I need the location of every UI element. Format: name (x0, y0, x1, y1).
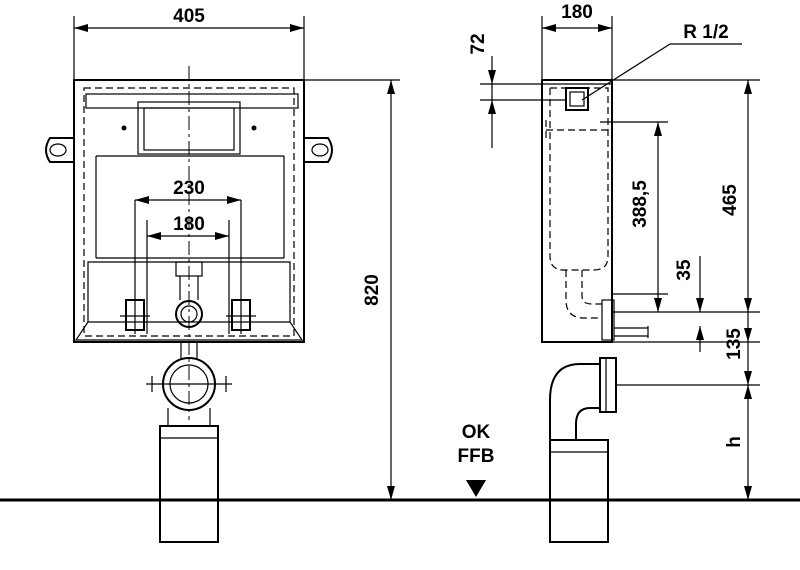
flush-pipe-outlet (175, 300, 203, 328)
side-cistern-hidden (549, 87, 609, 271)
cistern-hidden-outline (83, 87, 295, 337)
dimension-height: 820 (304, 79, 400, 500)
dimension-width: 405 (73, 6, 305, 80)
label-variable-h: h (724, 436, 745, 448)
dimension-offset-35: 35 (674, 256, 704, 352)
label-connection: R 1/2 (683, 22, 728, 43)
label-height: 820 (362, 274, 383, 306)
side-elbow-inner (575, 407, 600, 440)
dimension-outlet-drop: 388,5 (630, 122, 662, 312)
mounting-bracket-right (304, 137, 333, 163)
mounting-bracket-left (45, 137, 74, 163)
connection-callout: R 1/2 (581, 22, 742, 101)
label-ffb: FFB (458, 446, 495, 467)
flush-pipe-top (175, 261, 203, 277)
screw-right (251, 125, 257, 131)
drain-pipe (159, 425, 219, 543)
side-drain-pipe (549, 439, 609, 543)
dimension-offset-135: 135 (724, 312, 752, 385)
label-outlet-drop: 388,5 (630, 180, 651, 228)
label-inner-spacing: 180 (173, 214, 205, 235)
dimension-variable-h: h (724, 385, 752, 500)
dimension-depth: 180 (541, 2, 613, 80)
side-view: 180 72 R 1/2 465 388,5 (468, 2, 760, 543)
side-elbow-flange (599, 357, 617, 413)
side-elbow-outer (549, 363, 600, 440)
water-connection-block (565, 87, 589, 111)
dimension-top-offset: 72 (468, 33, 496, 148)
label-offset-35: 35 (674, 259, 695, 281)
floor-level-marker-icon (466, 480, 486, 497)
label-outer-spacing: 230 (173, 178, 205, 199)
side-flush-outlet (601, 299, 615, 341)
top-rail (85, 93, 299, 109)
dimension-outer-spacing: 230 (135, 178, 241, 204)
front-view: 405 230 180 820 (45, 6, 400, 543)
dimension-inner-spacing: 180 (147, 214, 229, 240)
screw-left (121, 125, 127, 131)
side-frame-outline (541, 79, 613, 343)
label-top-offset: 72 (468, 33, 489, 54)
label-ok: OK (462, 422, 491, 443)
label-depth: 180 (561, 2, 593, 23)
label-inlet-height: 465 (720, 184, 741, 216)
label-width: 405 (173, 6, 205, 27)
label-offset-135: 135 (724, 328, 745, 360)
dimension-inlet-height: 465 (720, 80, 752, 312)
floor-reference: OK FFB (458, 422, 495, 497)
